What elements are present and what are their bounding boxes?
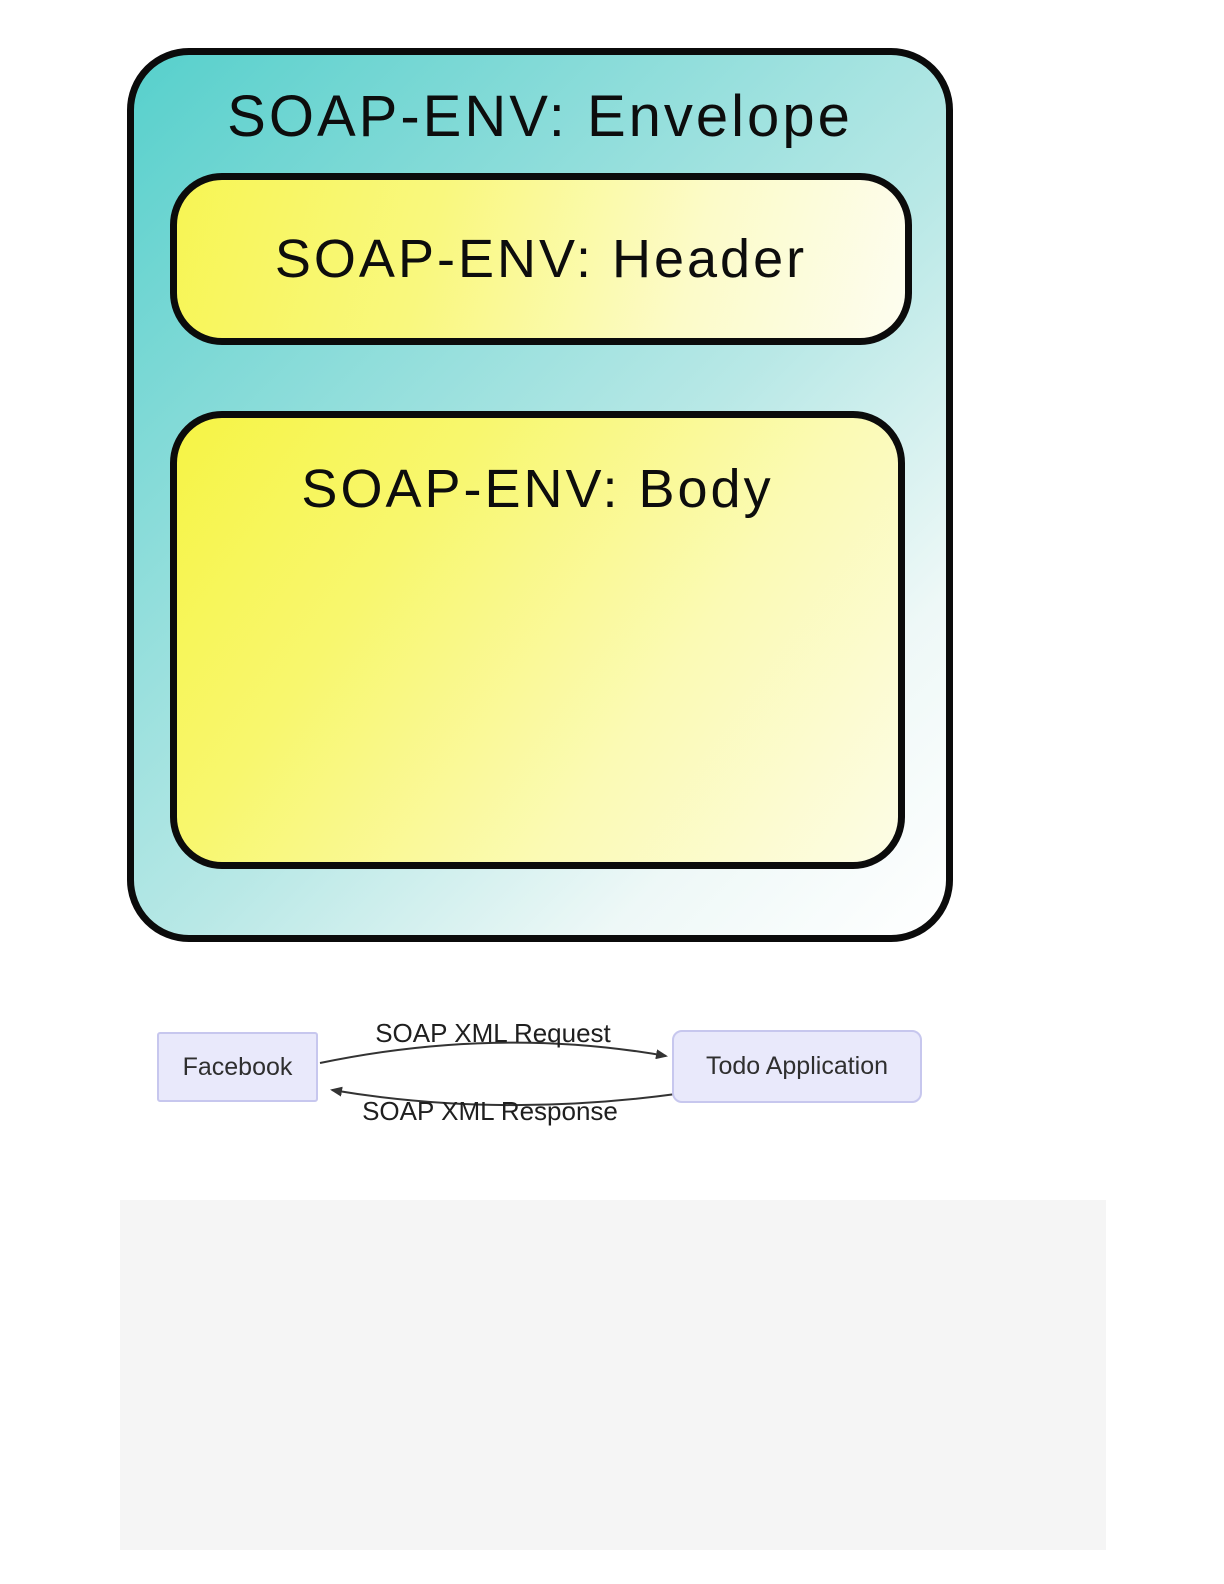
response-arrow-label: SOAP XML Response <box>362 1096 618 1126</box>
soap-envelope-box: SOAP-ENV: Envelope SOAP-ENV: Header SOAP… <box>127 48 953 942</box>
soap-header-label: SOAP-ENV: Header <box>274 229 808 289</box>
todo-application-node: Todo Application <box>672 1030 922 1103</box>
soap-envelope-label: SOAP-ENV: Envelope <box>227 84 853 149</box>
request-arrow-label: SOAP XML Request <box>375 1018 611 1048</box>
facebook-node-label: Facebook <box>182 1052 293 1081</box>
content-placeholder <box>120 1200 1106 1550</box>
facebook-node: Facebook <box>157 1032 318 1102</box>
soap-body-label: SOAP-ENV: Body <box>301 459 774 519</box>
todo-application-node-label: Todo Application <box>705 1052 889 1080</box>
soap-header-box: SOAP-ENV: Header <box>170 173 912 345</box>
soap-body-box: SOAP-ENV: Body <box>170 411 905 869</box>
